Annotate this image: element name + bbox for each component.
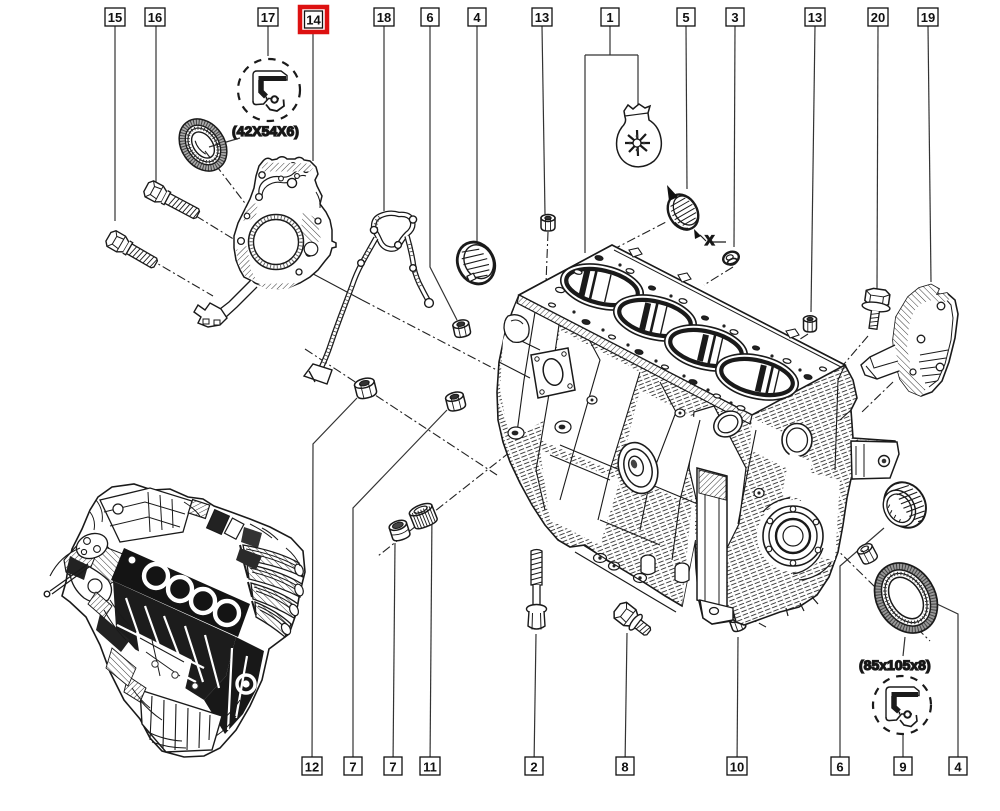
- svg-text:13: 13: [535, 10, 549, 25]
- svg-text:8: 8: [621, 760, 628, 775]
- svg-text:20: 20: [871, 10, 885, 25]
- svg-text:11: 11: [423, 760, 437, 775]
- svg-text:4: 4: [473, 10, 481, 25]
- svg-text:9: 9: [899, 760, 906, 775]
- svg-text:17: 17: [261, 10, 275, 25]
- svg-text:5: 5: [682, 10, 689, 25]
- svg-text:7: 7: [349, 760, 356, 775]
- svg-text:12: 12: [305, 760, 319, 775]
- svg-text:X: X: [705, 232, 715, 248]
- svg-text:(42X54X6): (42X54X6): [232, 123, 299, 139]
- svg-text:10: 10: [730, 760, 744, 775]
- svg-text:19: 19: [921, 10, 935, 25]
- svg-text:4: 4: [954, 760, 962, 775]
- svg-text:3: 3: [731, 10, 738, 25]
- svg-text:18: 18: [377, 10, 391, 25]
- svg-text:16: 16: [148, 10, 162, 25]
- svg-text:15: 15: [108, 10, 122, 25]
- svg-text:2: 2: [530, 760, 537, 775]
- svg-text:(85x105x8): (85x105x8): [859, 657, 931, 673]
- svg-text:6: 6: [836, 760, 843, 775]
- svg-text:6: 6: [426, 10, 433, 25]
- svg-text:1: 1: [606, 10, 613, 25]
- svg-text:13: 13: [808, 10, 822, 25]
- svg-text:14: 14: [306, 13, 321, 28]
- svg-text:7: 7: [389, 760, 396, 775]
